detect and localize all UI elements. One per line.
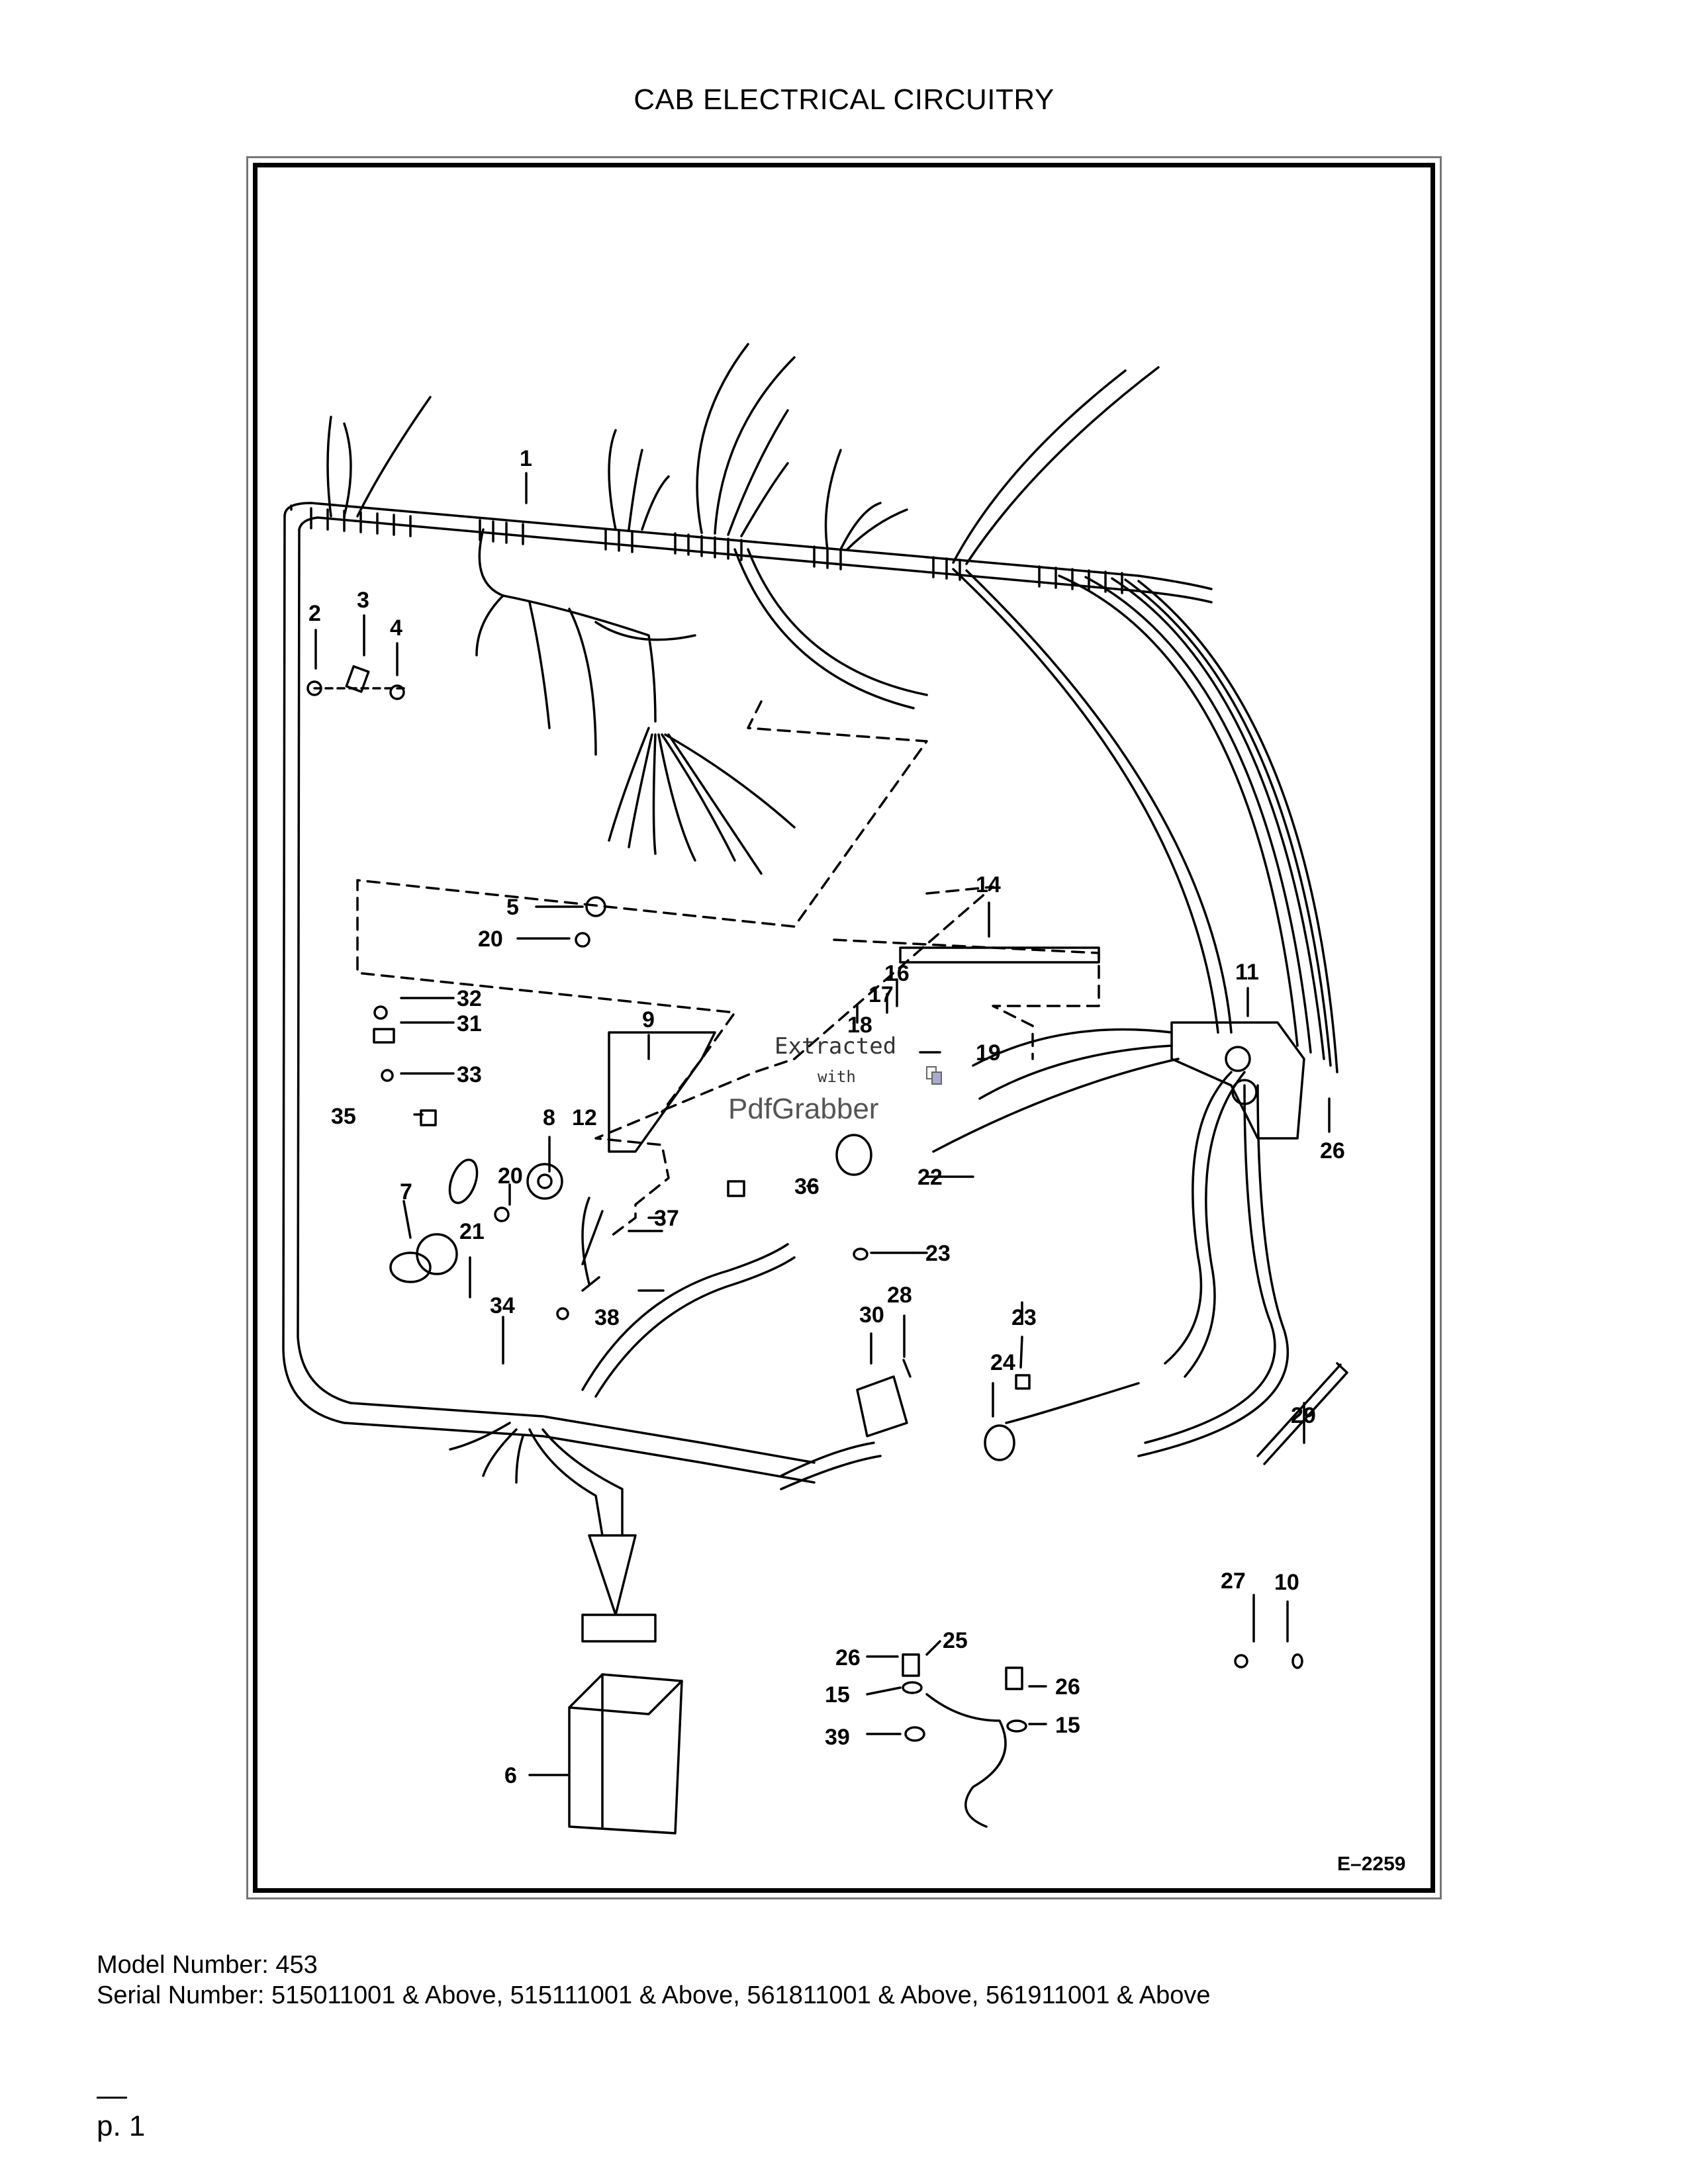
callout-label: 29 bbox=[1291, 1403, 1316, 1428]
callout-label: 15 bbox=[1055, 1713, 1080, 1738]
figure-code: E–2259 bbox=[1337, 1853, 1405, 1875]
callout-label: 31 bbox=[457, 1011, 482, 1036]
callout-label: 20 bbox=[478, 927, 503, 952]
callout-label: 32 bbox=[457, 986, 482, 1011]
callout-label: 38 bbox=[594, 1305, 620, 1330]
watermark-line1: Extracted bbox=[774, 1033, 896, 1060]
callout-label: 14 bbox=[976, 872, 1001, 897]
callout-label: 5 bbox=[506, 895, 519, 920]
callout-label: 20 bbox=[498, 1163, 523, 1189]
callout-label: 6 bbox=[504, 1763, 517, 1788]
serial-number: Serial Number: 515011001 & Above, 515111… bbox=[97, 1981, 1211, 2009]
callout-label: 35 bbox=[331, 1104, 356, 1129]
callout-label: 2 bbox=[308, 601, 321, 626]
main-harness bbox=[283, 502, 1213, 590]
callout-labels: 1 2 3 4 5 20 14 11 32 31 33 35 9 18 17 1… bbox=[308, 446, 1345, 1788]
callout-label: 12 bbox=[572, 1105, 597, 1130]
page-title: CAB ELECTRICAL CIRCUITRY bbox=[633, 83, 1055, 116]
callout-label: 26 bbox=[835, 1645, 861, 1670]
callout-label: 25 bbox=[943, 1628, 968, 1653]
callout-label: 36 bbox=[794, 1174, 820, 1199]
callout-label: 15 bbox=[825, 1682, 850, 1707]
callout-label: 17 bbox=[868, 982, 894, 1007]
callout-label: 21 bbox=[459, 1219, 485, 1244]
callout-label: 37 bbox=[654, 1206, 679, 1231]
callout-label: 26 bbox=[1055, 1674, 1080, 1700]
callout-label: 19 bbox=[976, 1040, 1001, 1066]
callout-label: 23 bbox=[925, 1241, 951, 1266]
callout-label: 22 bbox=[917, 1165, 943, 1190]
callout-label: 3 bbox=[357, 588, 369, 613]
page-divider bbox=[97, 2097, 127, 2099]
callout-label: 28 bbox=[887, 1283, 912, 1308]
diagram-frame bbox=[253, 163, 1435, 1893]
diagram-frame-outer bbox=[246, 156, 1442, 1899]
callout-label: 1 bbox=[520, 446, 532, 471]
callout-label: 34 bbox=[490, 1293, 515, 1318]
callout-label: 33 bbox=[457, 1062, 482, 1087]
callout-label: 4 bbox=[390, 615, 402, 641]
callout-label: 7 bbox=[400, 1179, 412, 1205]
page-number: p. 1 bbox=[97, 2110, 146, 2142]
callout-label: 11 bbox=[1235, 960, 1259, 985]
model-number: Model Number: 453 bbox=[97, 1951, 318, 1979]
callout-label: 8 bbox=[543, 1105, 555, 1130]
callout-label: 27 bbox=[1221, 1569, 1246, 1594]
callout-label: 26 bbox=[1320, 1138, 1345, 1163]
watermark-line3: PdfGrabber bbox=[728, 1093, 878, 1125]
callout-label: 23 bbox=[1011, 1305, 1037, 1330]
callout-label: 30 bbox=[859, 1302, 884, 1328]
callout-label: 10 bbox=[1274, 1570, 1299, 1595]
left-harness bbox=[282, 515, 816, 1484]
callout-label: 24 bbox=[990, 1350, 1015, 1375]
callout-label: 16 bbox=[884, 961, 910, 986]
callout-label: 39 bbox=[825, 1725, 850, 1750]
callout-label: 18 bbox=[847, 1013, 872, 1038]
callout-label: 9 bbox=[642, 1007, 655, 1032]
watermark-line2: with bbox=[818, 1068, 856, 1086]
